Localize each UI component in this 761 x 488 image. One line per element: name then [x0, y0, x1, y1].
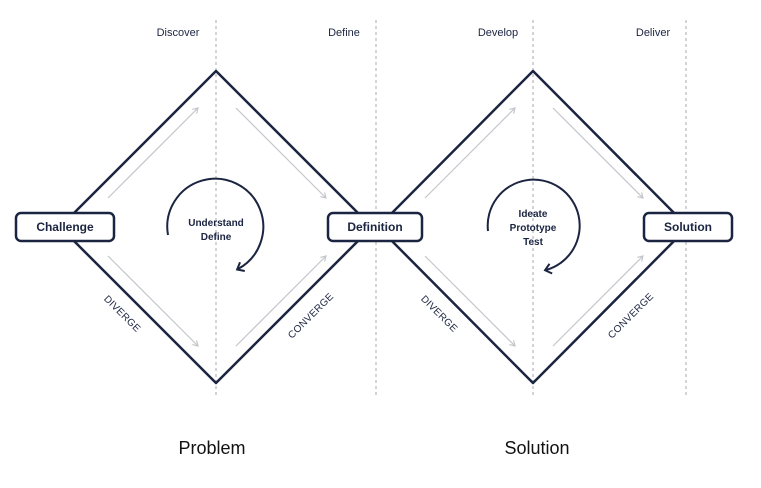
arrow-develop-down	[424, 255, 516, 347]
arrow-develop-up	[424, 107, 516, 199]
phase-label-deliver: Deliver	[636, 27, 671, 39]
section-label-solution: Solution	[504, 438, 569, 458]
cycle-label-ideate: Ideate	[519, 209, 548, 220]
phase-label-develop: Develop	[478, 27, 518, 39]
cycle-label-define: Define	[201, 232, 232, 243]
arrow-deliver-up	[552, 255, 644, 347]
cycle-arrow-problem	[166, 177, 265, 273]
arrow-deliver-down	[552, 107, 644, 199]
cycle-label-prototype: Prototype	[510, 223, 557, 234]
phase-label-define: Define	[328, 27, 360, 39]
node-challenge-label: Challenge	[36, 220, 94, 234]
label-converge-problem: CONVERGE	[286, 291, 336, 341]
cycle-arrow-solution	[486, 178, 581, 275]
arrow-discover-down	[107, 255, 199, 347]
label-diverge-problem: DIVERGE	[101, 294, 142, 335]
section-label-problem: Problem	[178, 438, 245, 458]
phase-label-discover: Discover	[157, 27, 200, 39]
node-solution: Solution	[642, 211, 734, 243]
cycle-label-understand: Understand	[188, 218, 244, 229]
label-diverge-solution: DIVERGE	[418, 294, 459, 335]
node-solution-label: Solution	[664, 220, 712, 234]
cycle-label-test: Test	[523, 237, 543, 248]
node-challenge: Challenge	[14, 211, 116, 243]
node-definition-label: Definition	[347, 220, 402, 234]
arrow-define-down	[235, 107, 327, 199]
node-definition: Definition	[326, 211, 424, 243]
arrow-discover-up	[107, 107, 199, 199]
label-converge-solution: CONVERGE	[606, 291, 656, 341]
arrow-define-up	[235, 255, 327, 347]
